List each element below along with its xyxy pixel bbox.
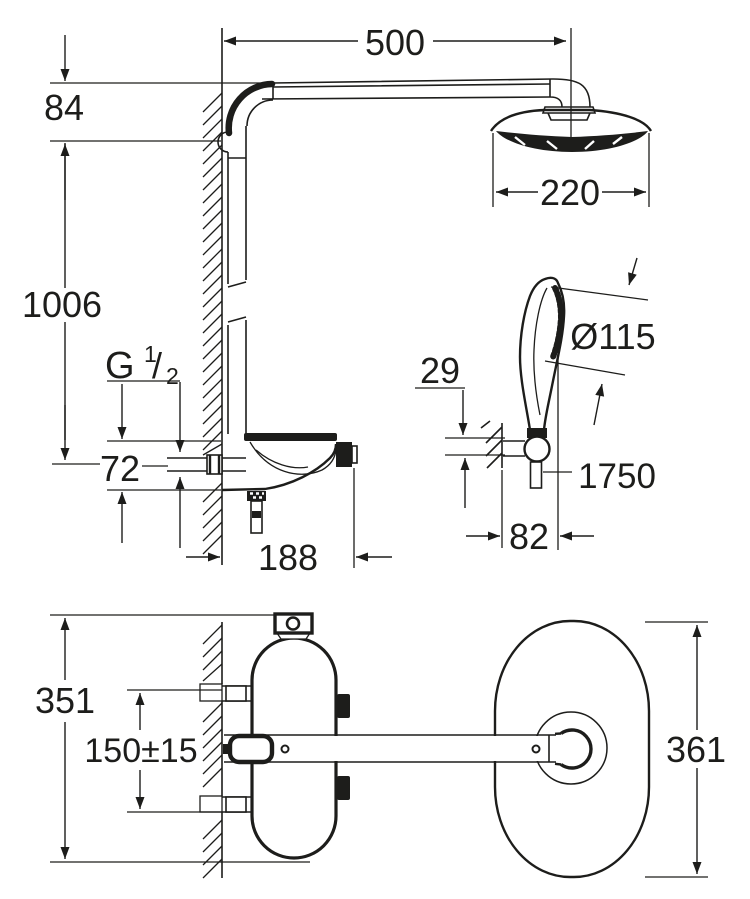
thermostat-body [167,433,358,534]
thread-callout: G 1 / 2 [105,341,185,548]
wall-hatching [202,28,223,565]
dim-label-220: 220 [540,172,600,213]
dim-overall-height: 351 [35,614,310,863]
shower-rail-top [223,728,593,770]
dim-label-72: 72 [100,448,140,489]
dim-column-height: 1006 [22,143,168,467]
thread-letter: G [105,345,135,387]
dim-label-29: 29 [420,350,460,391]
rain-shower-head [489,28,653,152]
dim-label-351: 351 [35,680,95,721]
wall-hatching-top [199,622,223,879]
hand-shower [480,276,566,489]
thread-numerator: 1 [144,341,157,367]
dim-label-361: 361 [666,729,726,770]
dim-arm-drop: 84 [44,35,221,200]
dim-body-height: 72 [100,384,221,543]
dim-head-width: 361 [645,621,726,878]
dim-hose-length: 1750 [543,457,656,496]
dim-label-500: 500 [365,22,425,63]
dim-label-1750: 1750 [578,457,656,496]
dim-body-depth: 188 [186,468,392,578]
thread-denominator: 2 [166,363,179,389]
dim-head-diameter: 220 [492,133,650,213]
thread-slash: / [152,345,162,386]
dim-arm-length: 500 [224,22,566,63]
top-view: 351 150±15 361 [35,612,726,879]
dim-label-1006: 1006 [22,284,102,325]
dim-label-115: Ø115 [570,316,655,357]
shower-arm [50,78,554,434]
dim-holder-depth: 82 [466,348,594,557]
dim-label-84: 84 [44,87,84,128]
dim-fixing-centers: 150±15 [84,689,222,813]
dim-holder-bracket: 29 [415,350,505,508]
side-view: 500 84 1006 220 G 1 [22,22,656,578]
dim-label-82: 82 [509,516,549,557]
dim-label-150: 150±15 [84,732,197,770]
dim-hand-diameter: Ø115 [544,257,656,426]
dim-label-188: 188 [258,537,318,578]
